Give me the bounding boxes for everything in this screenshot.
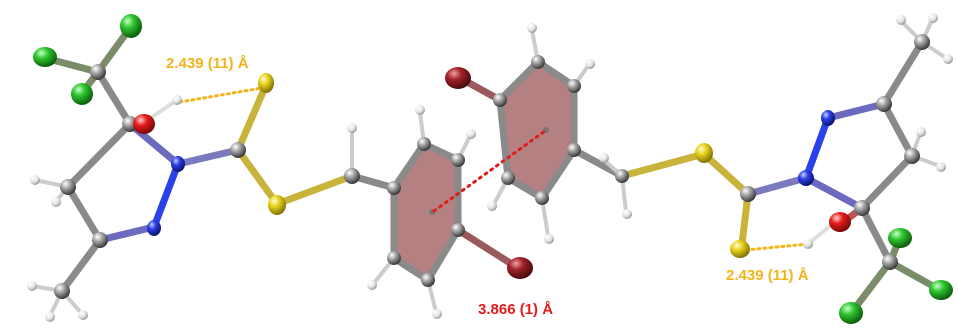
carbon-atom	[531, 55, 545, 69]
carbon-atom	[344, 168, 360, 184]
carbon-atom	[90, 64, 106, 80]
bromine-atom	[445, 67, 471, 89]
chlorine-atom	[71, 83, 93, 105]
hydrogen-atom	[599, 153, 609, 163]
right-benzene-ring	[445, 23, 626, 244]
carbon-atom	[387, 251, 401, 265]
carbon-atom	[54, 283, 70, 299]
hydrogen-atom	[544, 234, 554, 244]
hydrogen-atom	[27, 281, 37, 291]
hydrogen-atom	[803, 239, 813, 249]
hydrogen-atom	[896, 15, 906, 25]
carbon-atom	[615, 169, 629, 183]
nitrogen-atom	[821, 110, 835, 126]
hydrogen-atom	[928, 13, 938, 23]
nitrogen-atom	[798, 170, 814, 186]
hydrogen-atom	[78, 310, 88, 320]
left-molecule	[27, 14, 398, 322]
nitrogen-atom	[147, 220, 161, 236]
bromine-atom	[507, 257, 533, 279]
pi-stack-distance-label: 3.866 (1) Å	[478, 301, 553, 318]
carbon-atom	[421, 273, 435, 287]
hydrogen-atom	[622, 209, 632, 219]
carbon-atom	[876, 96, 892, 112]
carbon-atom	[882, 254, 898, 270]
carbon-atom	[904, 148, 920, 164]
hydrogen-atom	[527, 23, 537, 33]
hydrogen-atom	[172, 95, 182, 105]
chlorine-atom	[120, 14, 142, 38]
hydrogen-atom	[466, 129, 476, 139]
carbon-atom	[387, 181, 401, 195]
carbon-atom	[854, 200, 870, 216]
carbon-atom	[230, 142, 246, 158]
right-molecule	[599, 13, 953, 324]
carbon-atom	[417, 137, 431, 151]
hydrogen-atom	[585, 59, 595, 69]
hbond-distance-label-right: 2.439 (11) Å	[726, 267, 809, 284]
right-hbond-line	[744, 242, 810, 252]
pi-stack-line	[432, 129, 547, 213]
hydrogen-atom	[367, 280, 377, 290]
carbon-atom	[451, 223, 465, 237]
hydrogen-atom	[347, 123, 357, 133]
hydrogen-atom	[487, 201, 497, 211]
carbon-atom	[567, 143, 581, 157]
hydrogen-atom	[51, 197, 61, 207]
sulfur-atom	[258, 73, 274, 93]
sulfur-atom	[268, 195, 286, 215]
sulfur-atom	[695, 143, 713, 163]
hydrogen-atom	[432, 309, 442, 319]
hydrogen-atom	[943, 54, 953, 64]
left-benzene-ring	[367, 105, 533, 319]
sulfur-atom	[730, 240, 750, 258]
chlorine-atom	[888, 228, 912, 248]
hydrogen-atom	[936, 162, 946, 172]
carbon-atom	[914, 34, 930, 50]
carbon-atom	[501, 171, 515, 185]
oxygen-atom	[133, 114, 155, 134]
carbon-atom	[493, 93, 507, 107]
left-hbond-line	[178, 86, 264, 104]
carbon-atom	[567, 79, 581, 93]
chlorine-atom	[33, 47, 57, 67]
hydrogen-atom	[415, 105, 425, 115]
carbon-atom	[535, 191, 549, 205]
hydrogen-atom	[30, 175, 40, 185]
carbon-atom	[60, 179, 76, 195]
nitrogen-atom	[171, 156, 185, 172]
hydrogen-atom	[45, 312, 55, 322]
hbond-distance-label-left: 2.439 (11) Å	[166, 55, 249, 72]
oxygen-atom	[829, 212, 851, 232]
left-atoms	[27, 14, 360, 322]
carbon-atom	[740, 186, 756, 202]
chlorine-atom	[839, 302, 863, 324]
right-atoms	[599, 13, 953, 324]
carbon-atom	[451, 153, 465, 167]
hydrogen-atom	[916, 127, 926, 137]
carbon-atom	[92, 232, 108, 248]
chlorine-atom	[929, 280, 953, 300]
